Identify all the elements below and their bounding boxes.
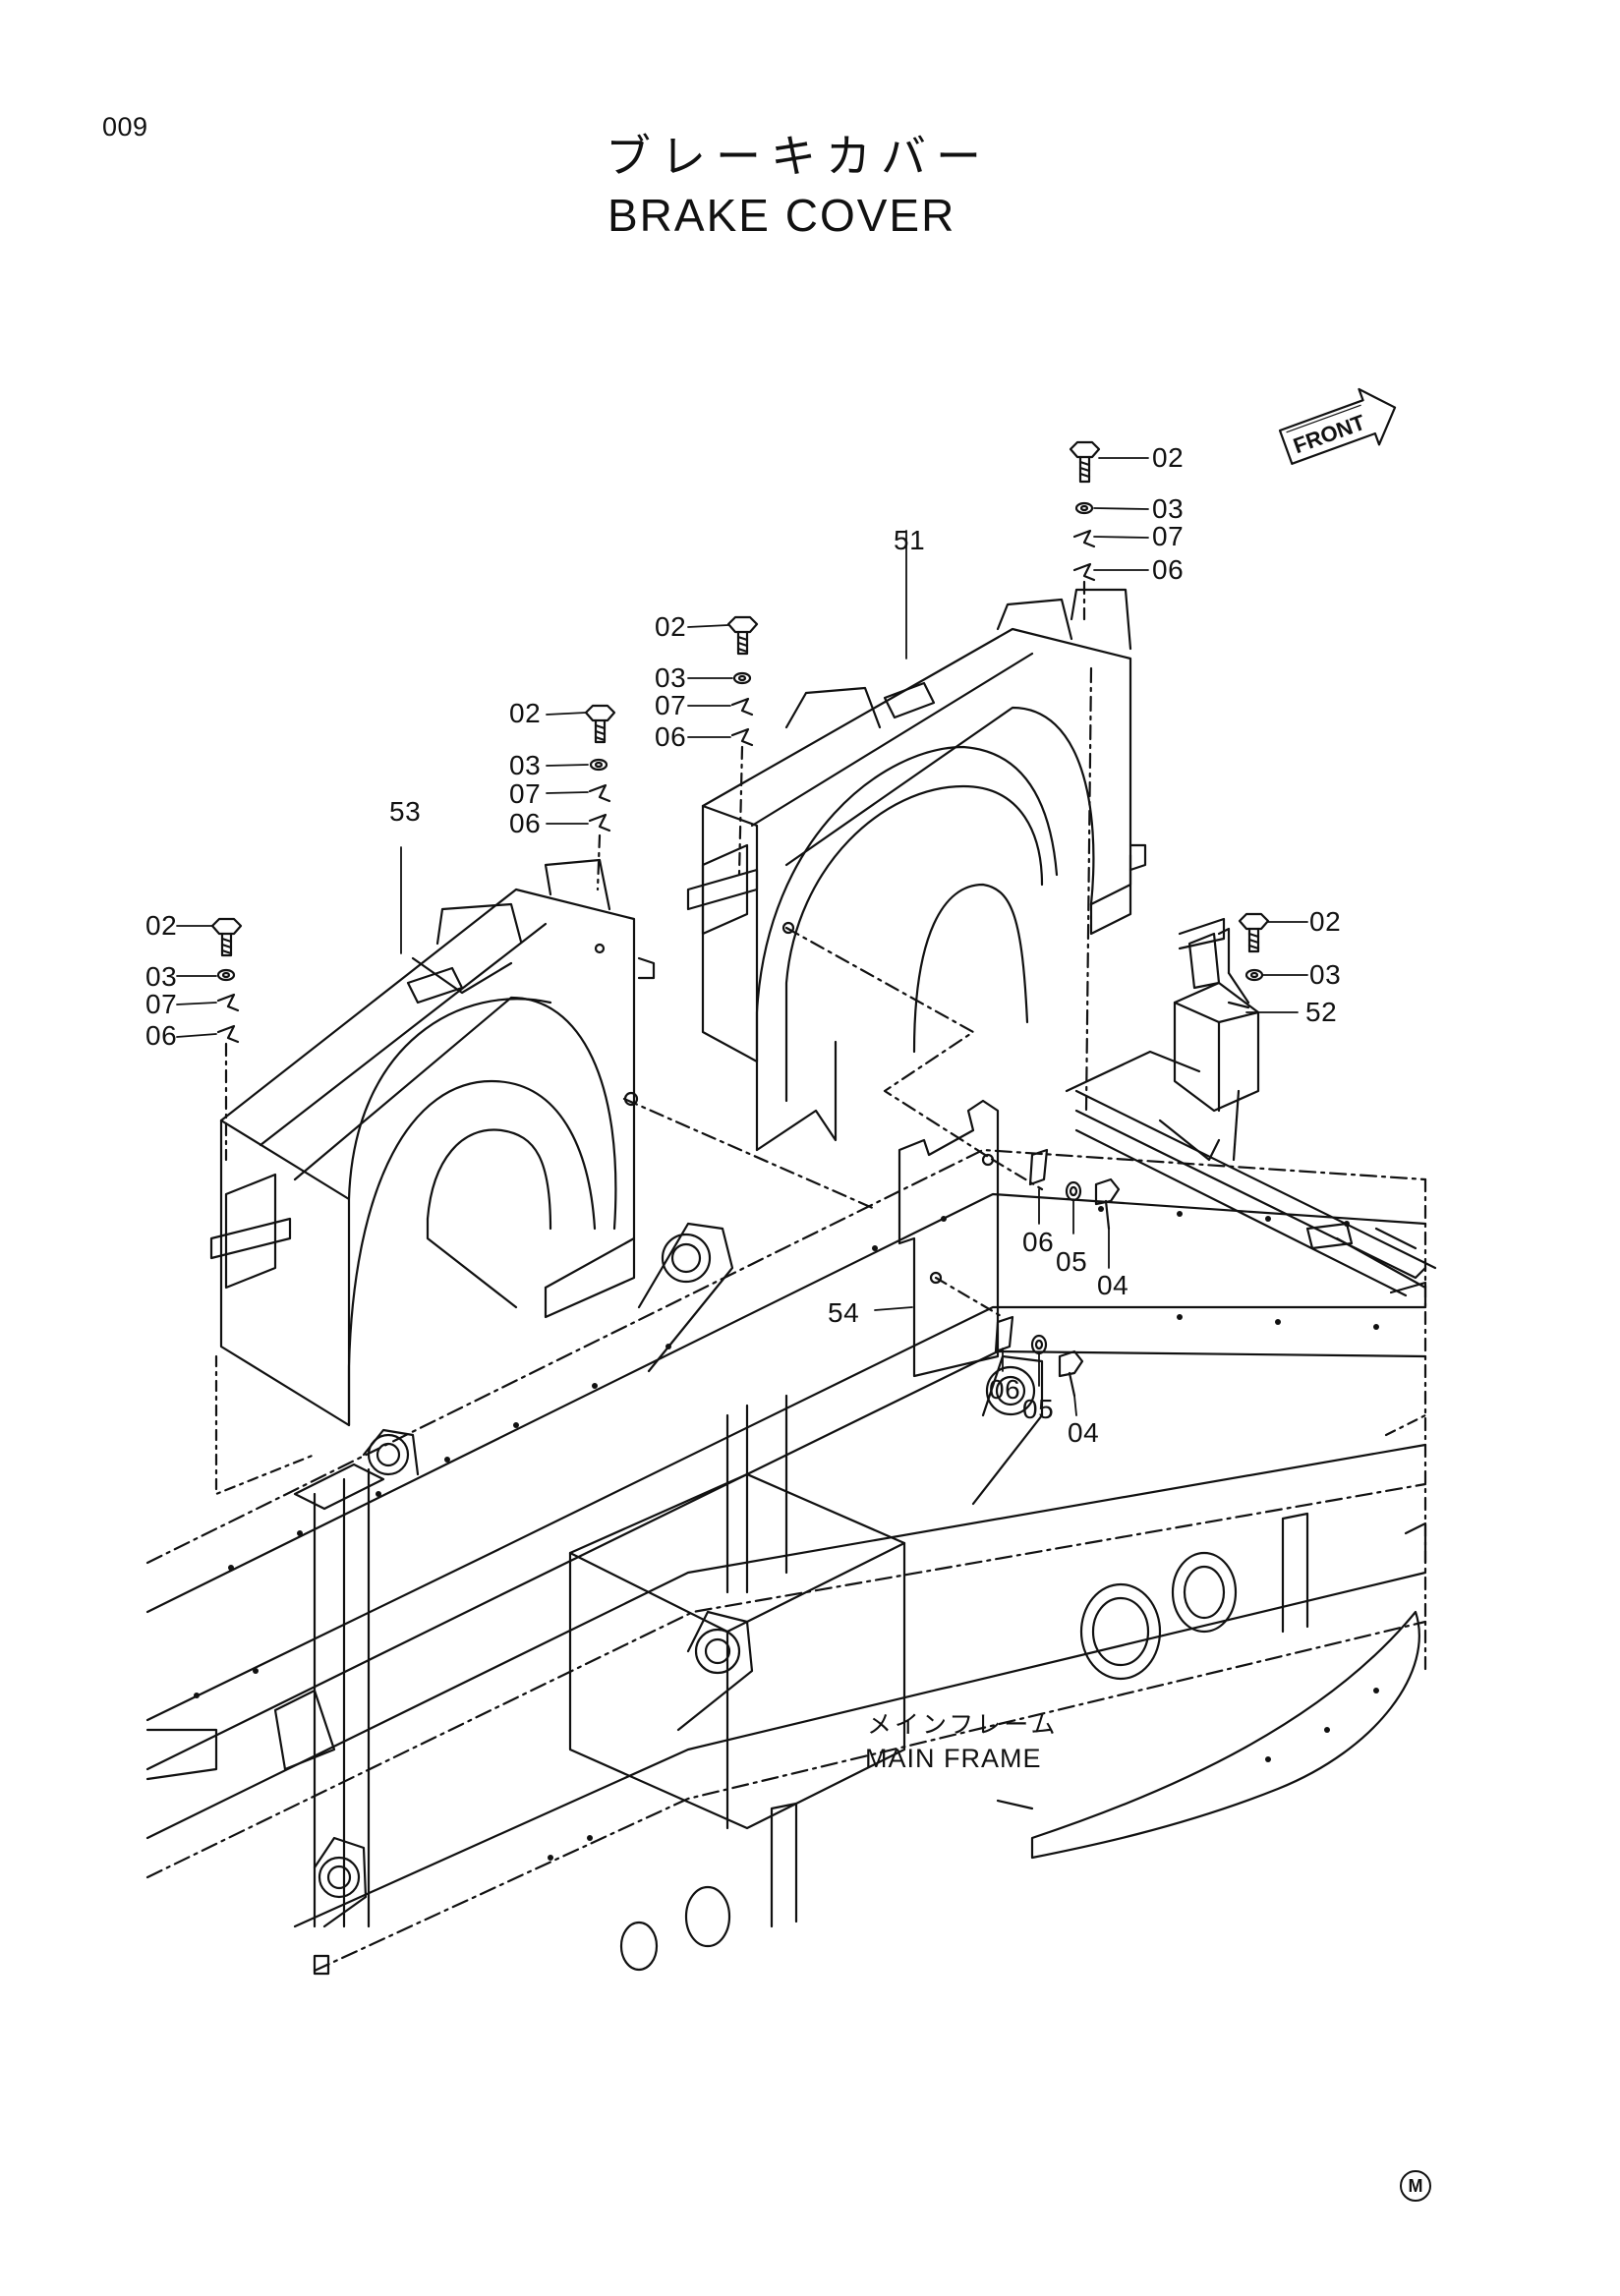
callout-06-b: 06 [509, 808, 542, 838]
callout-05-f: 05 [1056, 1246, 1088, 1277]
hardware-stack-b [726, 615, 759, 877]
callout-51: 51 [894, 525, 926, 555]
brake-cover-51 [686, 588, 1147, 1162]
hardware-stack-54-upper [1028, 1148, 1121, 1231]
callout-03-a: 03 [145, 961, 178, 992]
callout-06-g: 06 [989, 1374, 1021, 1405]
callout-52: 52 [1305, 997, 1338, 1027]
callout-02-b: 02 [509, 698, 542, 728]
callout-03-d: 03 [1152, 493, 1185, 524]
hardware-stack-c [1069, 440, 1101, 621]
callout-leaders [176, 457, 1308, 1416]
callout-03-c: 03 [655, 662, 687, 693]
hardware-stack-52 [1238, 912, 1270, 982]
callout-53: 53 [389, 796, 422, 827]
page-title-japanese: ブレーキカバー [606, 130, 991, 183]
hardware-stack-53 [210, 917, 243, 1162]
callout-07-a: 07 [145, 989, 178, 1019]
callout-05-g: 05 [1022, 1394, 1055, 1424]
front-direction-arrow: FRONT [1278, 387, 1397, 465]
main-frame [145, 1050, 1437, 1976]
hardware-stack-a [584, 704, 616, 891]
callout-04-g: 04 [1068, 1417, 1100, 1448]
callout-06-f: 06 [1022, 1227, 1055, 1257]
callout-54: 54 [828, 1297, 860, 1328]
hardware-stack-54-lower [994, 1315, 1084, 1398]
callout-02-c: 02 [655, 611, 687, 642]
callout-07-d: 07 [1152, 521, 1185, 551]
callout-06-d: 06 [1152, 554, 1185, 585]
bracket-52 [1158, 917, 1260, 1162]
page-title: BRAKE COVER [608, 190, 956, 241]
callout-07-c: 07 [655, 690, 687, 720]
callout-02-a: 02 [145, 910, 178, 941]
manufacturer-mark: M [1400, 2170, 1431, 2202]
brake-cover-53 [209, 858, 877, 1496]
callout-03-e: 03 [1309, 959, 1342, 990]
callout-03-b: 03 [509, 750, 542, 780]
callout-06-a: 06 [145, 1020, 178, 1051]
callout-07-b: 07 [509, 778, 542, 809]
callout-04-f: 04 [1097, 1270, 1129, 1300]
main-frame-label-japanese: メインフレーム [867, 1710, 1059, 1739]
plate-54 [897, 1099, 1044, 1378]
frame-label-leader [996, 1799, 1034, 1810]
callout-02-e: 02 [1309, 906, 1342, 937]
callout-06-c: 06 [655, 721, 687, 752]
callout-02-d: 02 [1152, 442, 1185, 473]
page-number: 009 [102, 112, 148, 142]
main-frame-label: MAIN FRAME [865, 1744, 1042, 1773]
